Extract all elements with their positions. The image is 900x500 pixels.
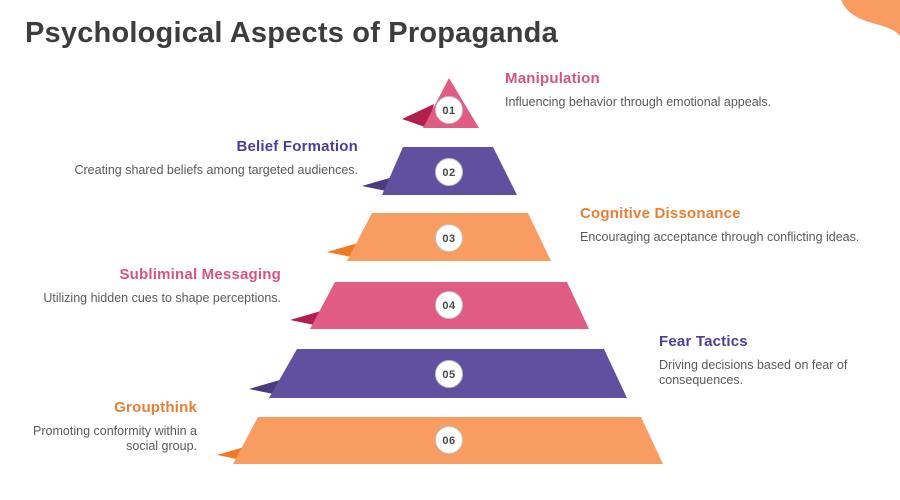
level-6-number-circle — [435, 426, 463, 454]
level-3-number-circle — [435, 224, 463, 252]
label-groupthink-description: Promoting conformity within a social gro… — [33, 424, 197, 453]
level-3-number: 03 — [442, 233, 455, 245]
label-subliminal-messaging-description: Utilizing hidden cues to shape perceptio… — [43, 291, 281, 305]
label-fear-tactics-title: Fear Tactics — [659, 333, 748, 350]
label-subliminal-messaging: Subliminal Messaging Utilizing hidden cu… — [41, 266, 281, 306]
level-6-number: 06 — [442, 435, 455, 447]
pyramid-level-6: 06 — [217, 417, 663, 464]
pyramid-level-5: 05 — [249, 349, 627, 398]
label-manipulation: Manipulation Influencing behavior throug… — [505, 70, 795, 110]
level-2-number-circle — [435, 158, 463, 186]
label-belief-formation: Belief Formation Creating shared beliefs… — [68, 138, 358, 178]
level-4-number-circle — [435, 291, 463, 319]
label-subliminal-messaging-title: Subliminal Messaging — [119, 266, 281, 283]
page-title: Psychological Aspects of Propaganda — [25, 17, 558, 49]
level-4-number: 04 — [442, 300, 456, 312]
label-manipulation-description: Influencing behavior through emotional a… — [505, 95, 772, 109]
pyramid-level-2: 02 — [362, 147, 517, 195]
label-belief-formation-title: Belief Formation — [236, 138, 358, 155]
level-1-number: 01 — [442, 105, 455, 117]
pyramid-level-4: 04 — [290, 282, 589, 329]
label-belief-formation-description: Creating shared beliefs among targeted a… — [74, 163, 358, 177]
pyramid-level-3: 03 — [327, 213, 551, 261]
pyramid-level-1: 01 — [402, 78, 479, 128]
corner-accent-shape — [841, 0, 900, 36]
level-2-number: 02 — [442, 167, 455, 179]
level-1-number-circle — [435, 96, 463, 124]
label-groupthink-title: Groupthink — [114, 399, 197, 416]
label-manipulation-title: Manipulation — [505, 70, 600, 87]
label-cognitive-dissonance: Cognitive Dissonance Encouraging accepta… — [580, 205, 870, 245]
label-cognitive-dissonance-description: Encouraging acceptance through conflicti… — [580, 230, 860, 244]
label-cognitive-dissonance-title: Cognitive Dissonance — [580, 205, 741, 222]
level-1-fold-flap — [402, 104, 434, 128]
level-5-number-circle — [435, 360, 463, 388]
label-groupthink: Groupthink Promoting conformity within a… — [32, 399, 197, 454]
label-fear-tactics: Fear Tactics Driving decisions based on … — [659, 333, 854, 388]
level-5-number: 05 — [442, 369, 455, 381]
label-fear-tactics-description: Driving decisions based on fear of conse… — [659, 358, 848, 387]
